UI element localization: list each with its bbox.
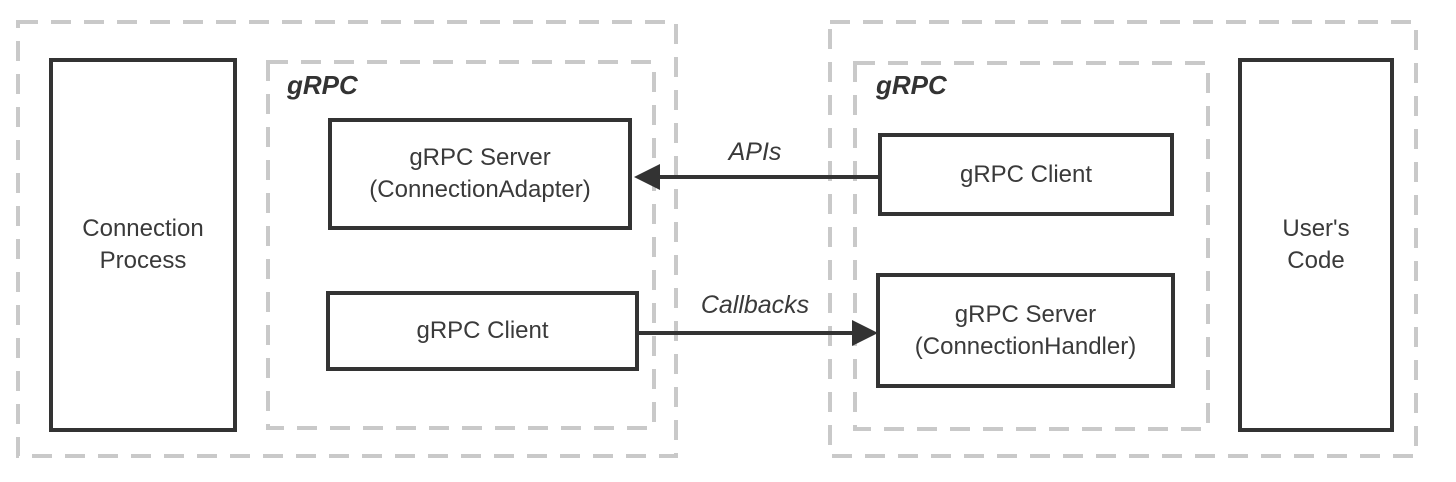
users-code-box: User's Code: [1238, 58, 1394, 432]
callbacks-arrowhead-icon: [852, 320, 878, 346]
right-grpc-group-dashed-border: [853, 61, 1210, 431]
left-grpc-server-label: gRPC Server (ConnectionAdapter): [369, 144, 591, 203]
right-grpc-server-box: gRPC Server (ConnectionHandler): [876, 273, 1175, 388]
left-grpc-group-dashed-border: [266, 60, 656, 430]
left-grpc-server-box: gRPC Server (ConnectionAdapter): [328, 118, 632, 230]
right-grpc-group-label: gRPC: [876, 70, 947, 100]
left-grpc-client-label: gRPC Client: [416, 317, 549, 344]
left-process-group-dashed-border: [16, 20, 678, 458]
connection-process-box: Connection Process: [49, 58, 237, 432]
apis-arrow-label: APIs: [728, 138, 782, 166]
callbacks-arrow-label: Callbacks: [700, 291, 810, 319]
left-grpc-client-box: gRPC Client: [326, 291, 639, 371]
right-process-group-dashed-border: [828, 20, 1418, 458]
right-grpc-client-box: gRPC Client: [878, 133, 1174, 216]
connection-process-label: Connection Process: [82, 215, 204, 274]
users-code-label: User's Code: [1282, 215, 1350, 274]
left-grpc-group-label: gRPC: [287, 70, 358, 100]
right-grpc-server-label: gRPC Server (ConnectionHandler): [914, 300, 1137, 360]
right-grpc-client-label: gRPC Client: [959, 160, 1093, 188]
apis-arrowhead-icon: [634, 164, 660, 190]
